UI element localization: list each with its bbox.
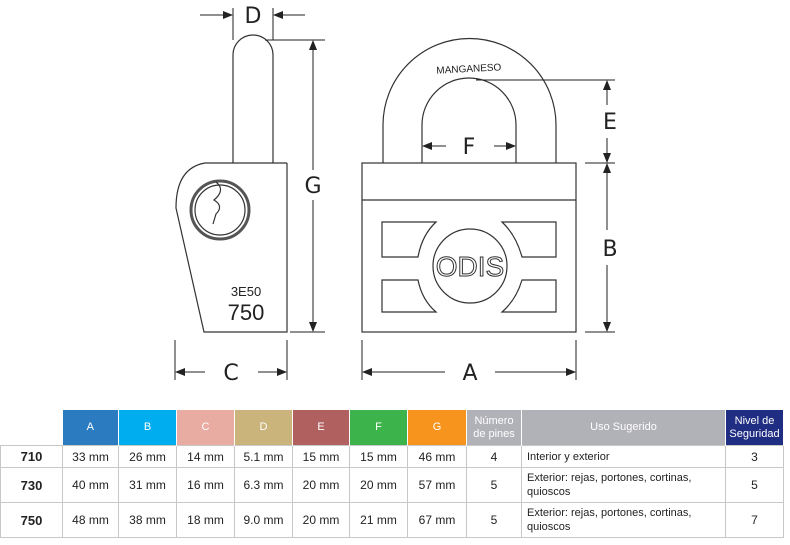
- table-cell: 4: [466, 445, 522, 468]
- table-cell: 9.0 mm: [234, 502, 293, 538]
- table-cell: 20 mm: [292, 467, 350, 503]
- odis-logo: ODIS: [436, 251, 504, 282]
- table-cell: 31 mm: [118, 467, 177, 503]
- dim-g-label: G: [304, 174, 321, 199]
- table-cell: 38 mm: [118, 502, 177, 538]
- table-cell: 46 mm: [407, 445, 467, 468]
- table-cell: 18 mm: [176, 502, 235, 538]
- table-cell: 21 mm: [349, 502, 408, 538]
- header-3: D: [234, 410, 293, 446]
- table-cell: 14 mm: [176, 445, 235, 468]
- table-cell: 40 mm: [62, 467, 119, 503]
- header-7: Número de pines: [466, 410, 522, 446]
- table-cell: 5: [466, 467, 522, 503]
- table-cell: 15 mm: [349, 445, 408, 468]
- table-cell: 15 mm: [292, 445, 350, 468]
- shackle-text: MANGANESO: [436, 62, 502, 76]
- table-cell: 20 mm: [292, 502, 350, 538]
- dim-e-label: E: [603, 110, 617, 135]
- padlock-diagram: D G C A F E B MANGANESO ODIS 3E50 750: [174, 4, 618, 386]
- dim-b-label: B: [602, 237, 617, 262]
- header-6: G: [407, 410, 467, 446]
- table-cell: Interior y exterior: [521, 445, 726, 468]
- table-cell: Exterior: rejas, portones, cortinas, qui…: [521, 467, 726, 503]
- table-cell: 5.1 mm: [234, 445, 293, 468]
- dim-d-label: D: [245, 4, 262, 29]
- table-cell: 710: [0, 445, 63, 468]
- dim-c-label: C: [223, 361, 238, 386]
- header-4: E: [292, 410, 350, 446]
- front-view: [361, 37, 577, 333]
- table-cell: 5: [725, 467, 784, 503]
- table-cell: 26 mm: [118, 445, 177, 468]
- header-8: Uso Sugerido: [521, 410, 726, 446]
- lock-code: 3E50: [231, 284, 261, 299]
- table-cell: 16 mm: [176, 467, 235, 503]
- table-cell: 48 mm: [62, 502, 119, 538]
- table-cell: 57 mm: [407, 467, 467, 503]
- table-cell: 6.3 mm: [234, 467, 293, 503]
- side-view: [175, 34, 288, 333]
- table-cell: 33 mm: [62, 445, 119, 468]
- header-0: A: [62, 410, 119, 446]
- lock-model: 750: [228, 300, 265, 325]
- table-cell: 7: [725, 502, 784, 538]
- header-1: B: [118, 410, 177, 446]
- table-cell: 730: [0, 467, 63, 503]
- table-cell: 20 mm: [349, 467, 408, 503]
- table-cell: 5: [466, 502, 522, 538]
- header-5: F: [349, 410, 408, 446]
- header-2: C: [176, 410, 235, 446]
- dim-f-label: F: [463, 135, 476, 160]
- table-cell: 3: [725, 445, 784, 468]
- table-cell: 67 mm: [407, 502, 467, 538]
- dim-a-label: A: [462, 361, 477, 386]
- table-cell: Exterior: rejas, portones, cortinas, qui…: [521, 502, 726, 538]
- header-9: Nivel de Seguridad: [725, 410, 784, 446]
- table-cell: 750: [0, 502, 63, 538]
